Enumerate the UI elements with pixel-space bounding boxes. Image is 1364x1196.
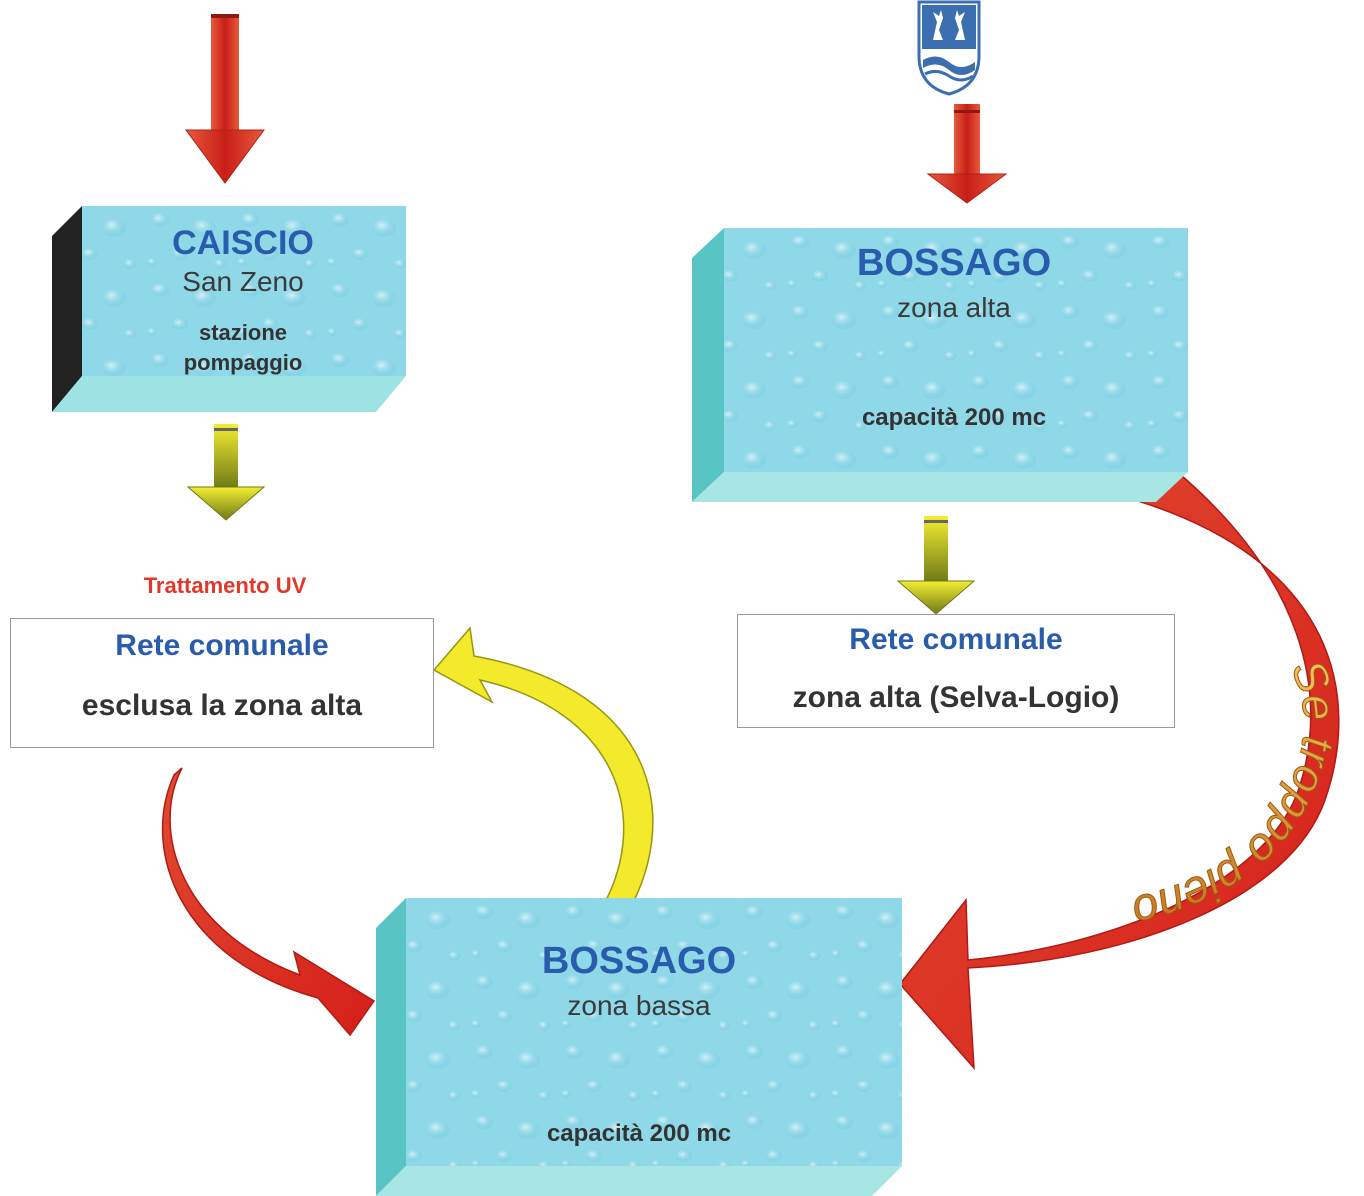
rete-right-subtitle: zona alta (Selva-Logio) <box>792 681 1120 714</box>
svg-text:Se troppo pieno: Se troppo pieno <box>1128 660 1347 920</box>
bossago-bassa-capacity: capacità 200 mc <box>546 1120 732 1147</box>
caiscio-name: CAISCIO <box>172 224 314 262</box>
overflow-label-wordart: Se troppo pieno <box>1127 660 1347 920</box>
overflow-label-text: Se troppo pieno <box>1127 660 1347 920</box>
bossago-alta-reservoir-block: BOSSAGO zona alta capacità 200 mc <box>692 228 1188 502</box>
red-curved-overflow-arrow <box>899 469 1340 1071</box>
red-down-arrow-bossago-alta <box>926 104 1008 204</box>
rete-right-title: Rete comunale <box>849 623 1063 656</box>
municipal-coat-of-arms-icon <box>915 0 983 101</box>
bossago-alta-name: BOSSAGO <box>856 242 1052 284</box>
bossago-bassa-subtitle: zona bassa <box>567 990 711 1021</box>
bossago-bassa-reservoir-block: BOSSAGO zona bassa capacità 200 mc <box>376 898 902 1196</box>
olive-down-arrow-right <box>896 516 976 615</box>
treatment-label: Trattamento UV <box>143 573 307 598</box>
caiscio-note-line1: stazione <box>198 320 288 345</box>
caiscio-reservoir-block: CAISCIO San Zeno stazione pompaggio <box>52 206 406 412</box>
red-down-arrow-caiscio <box>185 14 265 184</box>
rete-comunale-right: Rete comunale zona alta (Selva-Logio) <box>737 614 1175 728</box>
rete-left-subtitle: esclusa la zona alta <box>81 689 363 722</box>
yellow-curved-supply-arrow <box>432 626 654 913</box>
rete-left-title: Rete comunale <box>115 629 329 662</box>
bossago-bassa-name: BOSSAGO <box>541 940 737 982</box>
bossago-alta-capacity: capacità 200 mc <box>861 404 1047 431</box>
bossago-alta-subtitle: zona alta <box>897 292 1011 323</box>
olive-down-arrow-left <box>186 424 266 521</box>
rete-comunale-left: Rete comunale esclusa la zona alta <box>10 618 434 748</box>
caiscio-note-line2: pompaggio <box>183 350 303 375</box>
caiscio-subtitle: San Zeno <box>182 266 304 297</box>
red-curved-return-arrow <box>161 767 376 1037</box>
